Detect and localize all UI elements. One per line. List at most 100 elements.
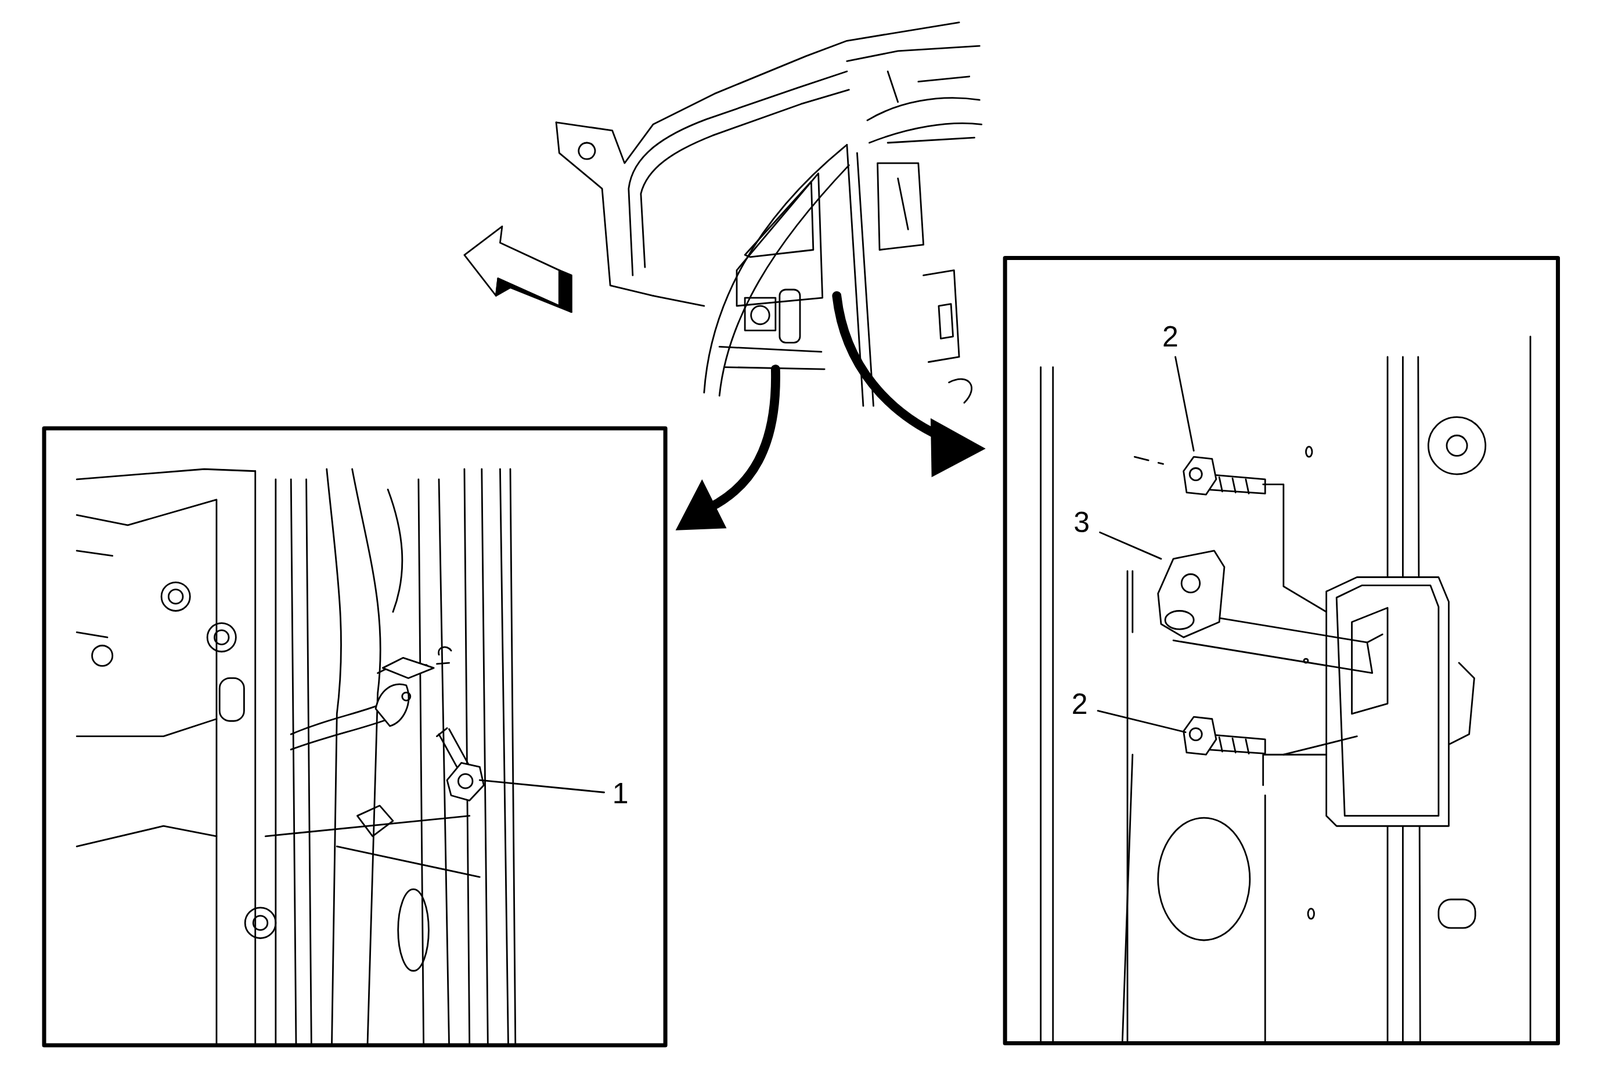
line-art: [216, 471, 256, 1046]
line-art: [744, 297, 776, 331]
line-art: [1122, 754, 1266, 1044]
line-art: [1263, 754, 1327, 786]
line-art: [76, 469, 255, 480]
line-art: [253, 916, 268, 931]
line-art: [438, 647, 452, 655]
line-art: [836, 296, 941, 437]
line-art: [751, 305, 770, 325]
line-art: [719, 165, 849, 396]
line-art: [1158, 817, 1250, 941]
callout-number: 1: [610, 777, 632, 810]
line-art: [1040, 336, 1531, 1044]
line-art: [357, 805, 393, 837]
line-art: [214, 630, 229, 645]
line-art: [352, 469, 381, 1046]
line-art: [1219, 737, 1249, 754]
body-overview: [556, 22, 982, 407]
line-art: [1004, 258, 1558, 1044]
line-art: [1336, 585, 1439, 817]
line-art: [479, 780, 604, 793]
line-art: [1448, 662, 1475, 745]
line-art: [1306, 447, 1313, 458]
line-art: [559, 270, 572, 313]
line-art: [402, 692, 411, 701]
line-art: [458, 774, 473, 789]
line-art: [168, 589, 183, 605]
line-art: [44, 428, 666, 1046]
line-art: [464, 469, 509, 1046]
line-art: [207, 623, 236, 652]
line-art: [1097, 711, 1186, 733]
line-art: [275, 479, 312, 1046]
line-art: [447, 762, 484, 801]
line-art: [1438, 899, 1476, 929]
direction-arrow: [464, 226, 572, 313]
line-art: [1307, 909, 1315, 920]
line-art: [1446, 435, 1468, 456]
line-art: [398, 889, 430, 972]
callout-number: 3: [1071, 506, 1093, 539]
line-art: [244, 907, 276, 939]
line-art: [76, 550, 113, 638]
line-art: [1175, 357, 1195, 452]
line-art: [1263, 484, 1327, 613]
line-art: [1134, 456, 1163, 464]
line-art: [290, 719, 386, 750]
line-art: [938, 304, 954, 340]
line-art: [44, 22, 1558, 1046]
line-art: [709, 369, 776, 508]
line-art: [930, 417, 986, 478]
line-art: [510, 469, 516, 1046]
right-inset: [1004, 258, 1558, 1044]
line-art: [1040, 367, 1054, 1044]
line-art: [76, 469, 516, 1046]
line-art: [898, 178, 909, 230]
line-art: [779, 289, 800, 343]
line-art: [949, 379, 972, 403]
line-art: [375, 684, 409, 727]
line-art: [578, 142, 596, 160]
line-art: [704, 145, 848, 394]
line-art: [1219, 477, 1249, 494]
line-art: [923, 270, 960, 363]
callout-number: 2: [1069, 688, 1091, 720]
line-art: [1367, 634, 1383, 643]
line-art: [887, 71, 970, 103]
line-art: [1165, 610, 1194, 630]
line-art: [744, 181, 814, 258]
line-art: [877, 163, 924, 250]
line-art: [653, 296, 705, 307]
line-art: [1303, 658, 1308, 663]
line-art: [1181, 574, 1200, 593]
line-art: [867, 98, 980, 121]
line-art: [1100, 532, 1162, 560]
line-art: [387, 489, 403, 612]
line-art: [464, 226, 560, 306]
line-art: [675, 479, 727, 531]
line-art: [1189, 467, 1202, 481]
line-art: [1283, 736, 1358, 756]
line-art: [436, 728, 448, 737]
line-art: [1326, 577, 1450, 827]
line-art: [219, 678, 244, 722]
line-art: [719, 346, 825, 370]
line-art: [556, 122, 654, 297]
line-art: [495, 278, 572, 313]
line-art: [1428, 417, 1486, 475]
line-art: [1158, 550, 1225, 638]
line-art: [92, 645, 113, 666]
line-art: [1189, 728, 1202, 741]
left-inset: [44, 428, 666, 1046]
view-arrows: [675, 296, 986, 531]
line-art: [847, 45, 980, 143]
line-art: [265, 816, 480, 878]
line-art: [76, 499, 217, 737]
line-art: [1183, 716, 1217, 755]
callout-number: 2: [1159, 321, 1181, 353]
line-art: [326, 469, 342, 1046]
line-art: [161, 582, 190, 611]
line-art: [1183, 456, 1217, 495]
line-art: [736, 173, 823, 306]
line-art: [382, 657, 434, 679]
